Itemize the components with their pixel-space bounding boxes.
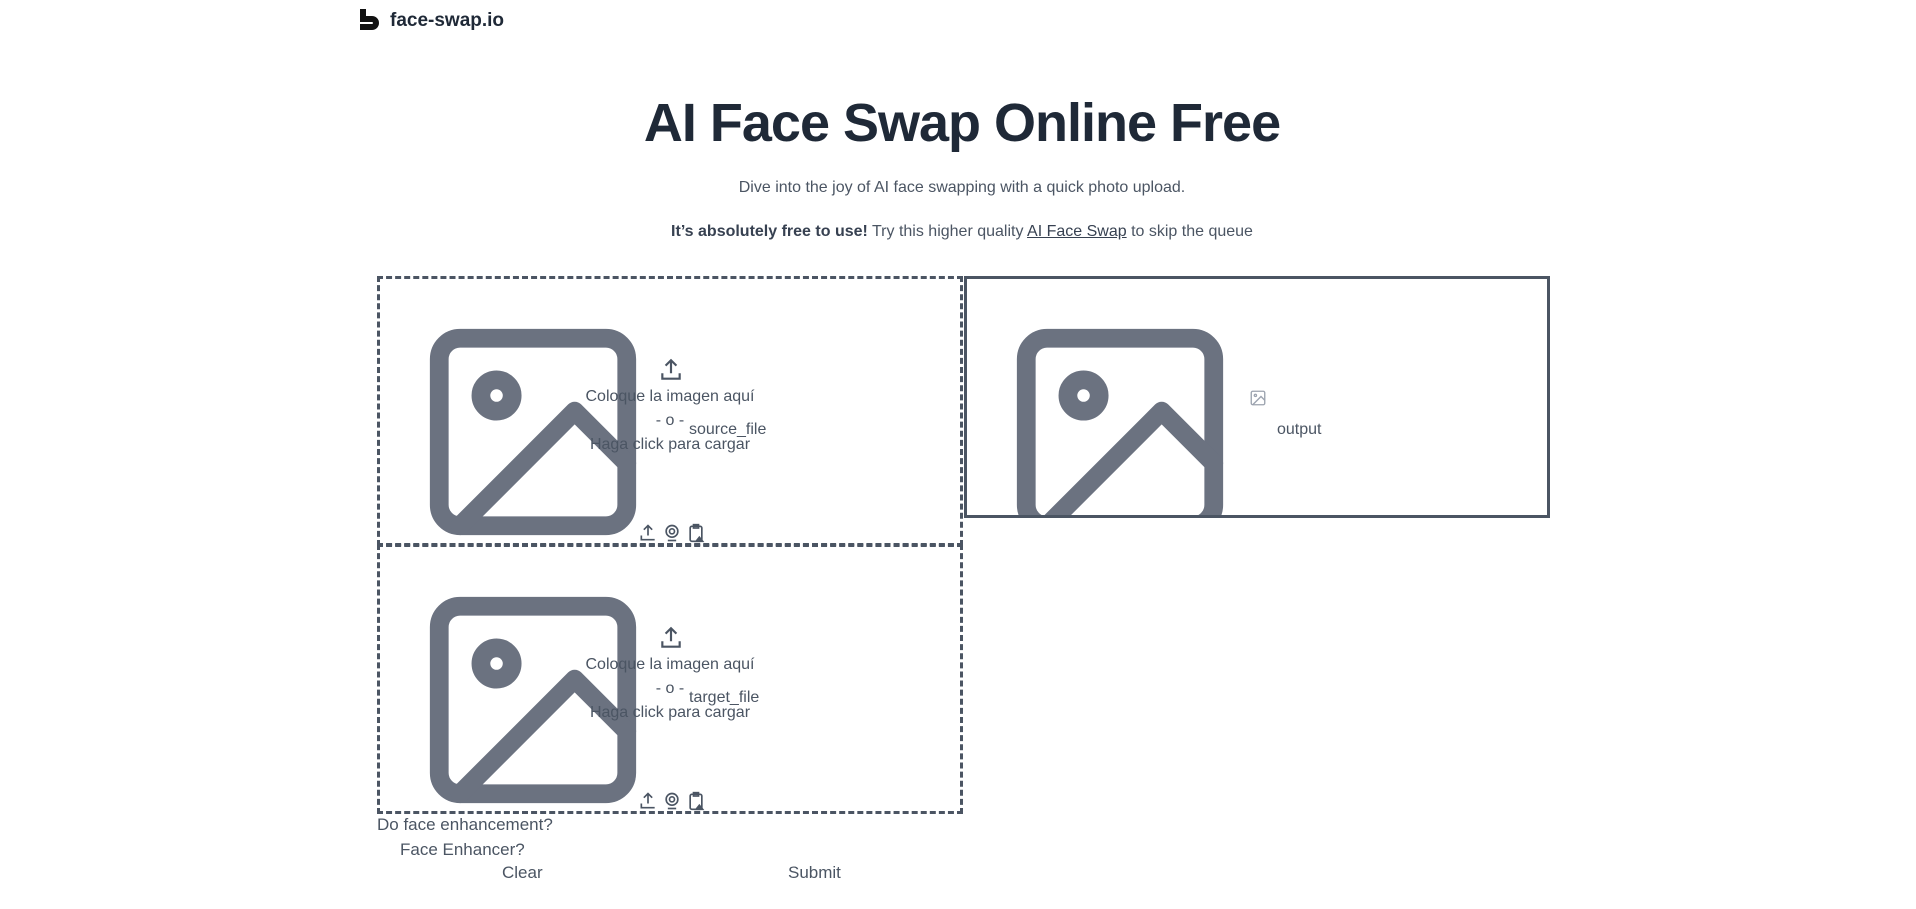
click-text: Haga click para cargar xyxy=(589,704,751,721)
upload-source-icon[interactable] xyxy=(638,523,658,543)
target-file-label: target_file xyxy=(689,689,760,706)
upload-target-icon[interactable] xyxy=(638,791,658,811)
free-post: to skip the queue xyxy=(1126,223,1253,240)
image-placeholder-icon xyxy=(429,328,637,536)
ai-face-swap-link[interactable]: AI Face Swap xyxy=(1027,223,1127,240)
source-file-dropzone[interactable]: Coloque la imagen aquí - o - Haga click … xyxy=(377,276,963,546)
enhance-question: Do face enhancement? xyxy=(377,815,553,834)
brand-name: face-swap.io xyxy=(390,10,505,31)
free-pre: Try this higher quality xyxy=(867,223,1028,240)
drop-text: Coloque la imagen aquí xyxy=(585,656,755,673)
page-subtitle: Dive into the joy of AI face swapping wi… xyxy=(738,179,1186,196)
output-panel: output xyxy=(964,276,1550,518)
clipboard-icon[interactable] xyxy=(686,523,706,543)
drop-text: Coloque la imagen aquí xyxy=(585,388,755,405)
click-text: Haga click para cargar xyxy=(589,436,751,453)
target-file-dropzone[interactable]: Coloque la imagen aquí - o - Haga click … xyxy=(377,544,963,814)
source-file-label: source_file xyxy=(689,421,767,438)
image-placeholder-icon xyxy=(429,596,637,804)
image-icon xyxy=(1250,390,1266,406)
clear-button[interactable]: Clear xyxy=(502,863,543,882)
image-placeholder-icon xyxy=(1016,328,1224,515)
webcam-icon[interactable] xyxy=(662,523,682,543)
or-text: - o - xyxy=(655,680,685,697)
free-bold: It’s absolutely free to use! xyxy=(671,223,868,240)
clipboard-icon[interactable] xyxy=(686,791,706,811)
face-enhancer-checkbox[interactable]: Face Enhancer? xyxy=(400,840,525,859)
upload-icon xyxy=(661,358,681,380)
or-text: - o - xyxy=(655,412,685,429)
brand-logo[interactable]: face-swap.io xyxy=(358,8,504,34)
logo-icon xyxy=(360,9,379,30)
free-notice: It’s absolutely free to use! Try this hi… xyxy=(0,223,1916,241)
webcam-icon[interactable] xyxy=(662,791,682,811)
output-label: output xyxy=(1277,421,1322,438)
upload-icon xyxy=(661,626,681,648)
page-title: AI Face Swap Online Free xyxy=(643,93,1281,153)
submit-button[interactable]: Submit xyxy=(788,863,841,882)
